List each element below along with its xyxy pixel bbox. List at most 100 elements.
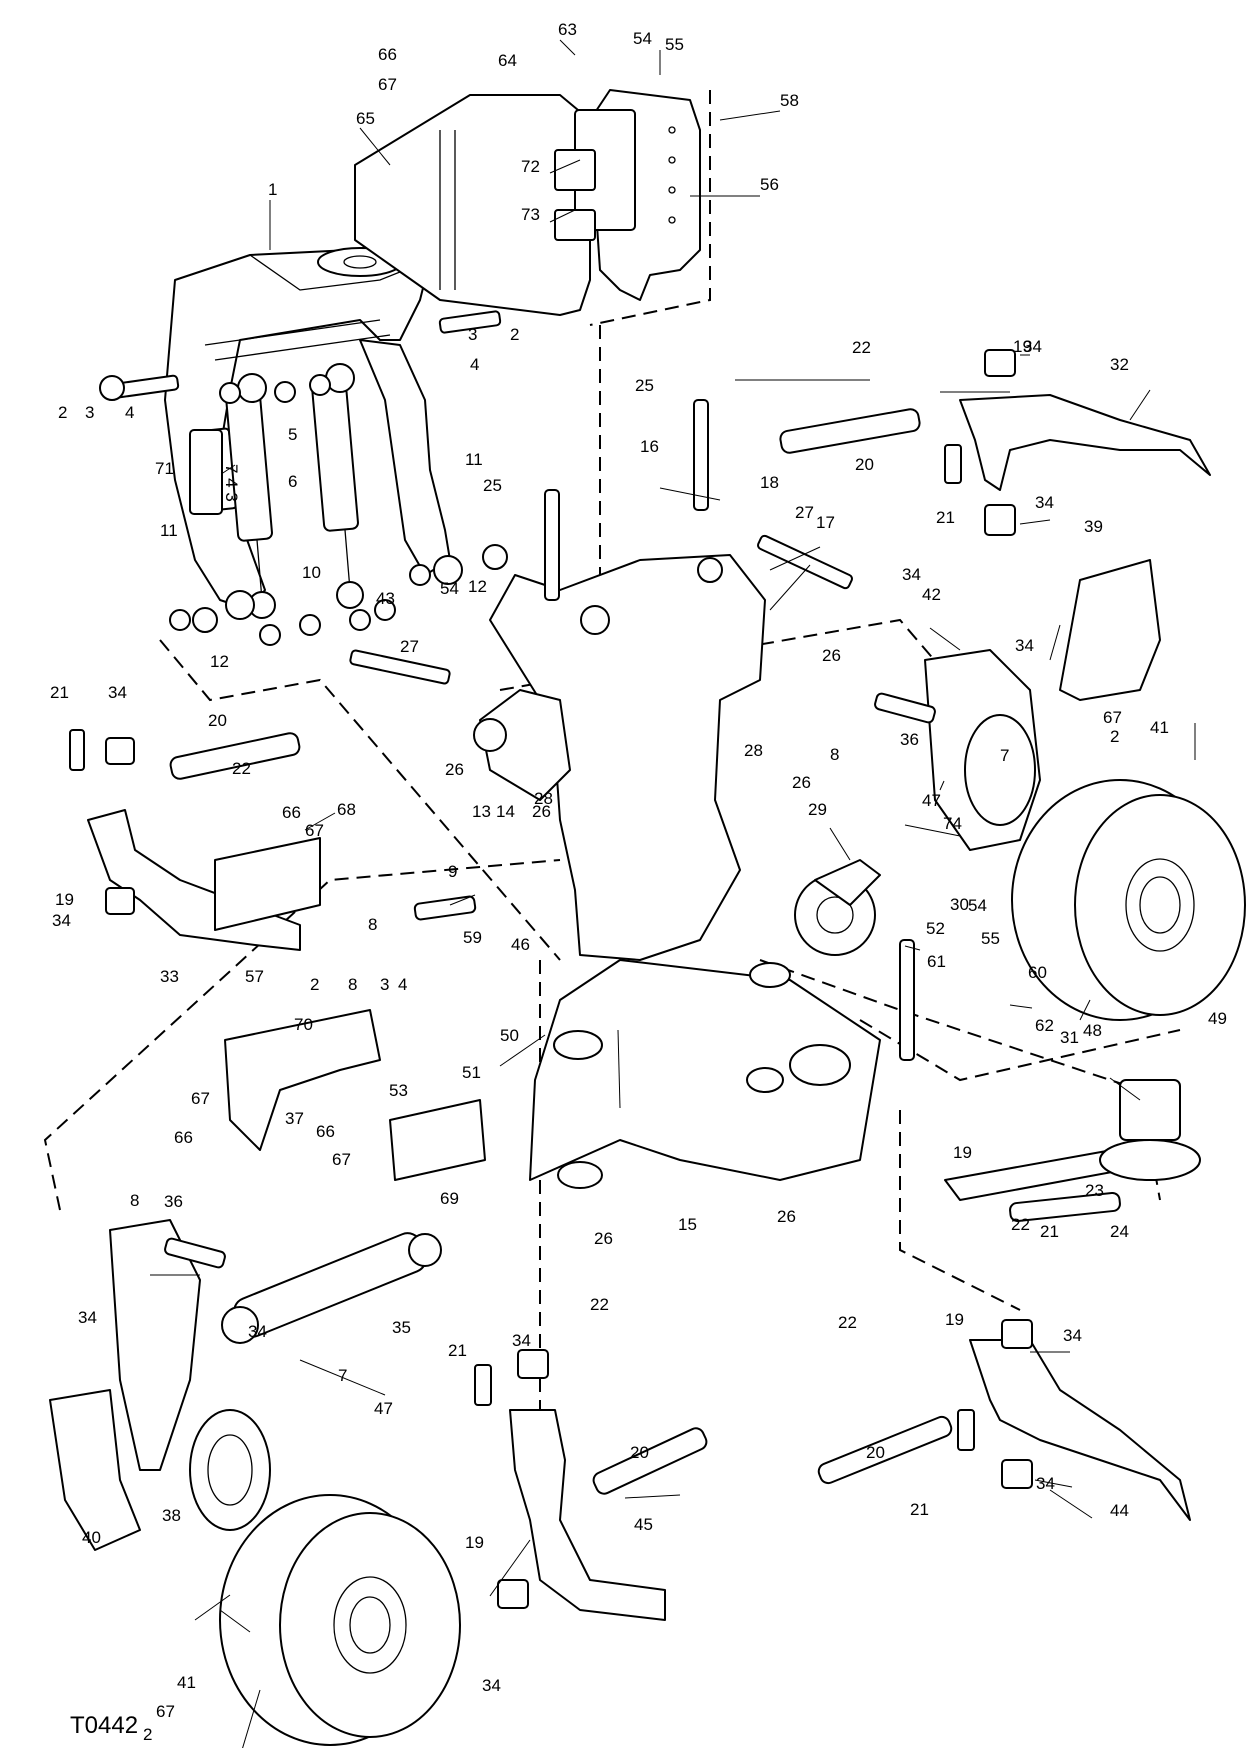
callout-49: 49 bbox=[1208, 1009, 1227, 1028]
callout-20: 20 bbox=[855, 455, 874, 474]
callout-13: 13 bbox=[472, 802, 491, 821]
callout-3: 3 bbox=[85, 403, 94, 422]
callout-36: 36 bbox=[900, 730, 919, 749]
callout-22: 22 bbox=[1011, 1215, 1030, 1234]
guard-40 bbox=[49, 1389, 141, 1551]
figure-id: T0442 bbox=[70, 1712, 139, 1739]
callout-69: 69 bbox=[440, 1189, 459, 1208]
callout-19: 19 bbox=[1013, 337, 1032, 356]
callout-31: 31 bbox=[1060, 1028, 1079, 1047]
callout-8: 8 bbox=[130, 1191, 139, 1210]
callout-36: 36 bbox=[164, 1192, 183, 1211]
callout-26: 26 bbox=[445, 760, 464, 779]
callout-12: 12 bbox=[210, 652, 229, 671]
callout-34: 34 bbox=[1036, 1474, 1055, 1493]
callout-34: 34 bbox=[1035, 493, 1054, 512]
callout-48: 48 bbox=[1083, 1021, 1102, 1040]
callout-25: 25 bbox=[483, 476, 502, 495]
callout-33: 33 bbox=[160, 967, 179, 986]
callout-26: 26 bbox=[594, 1229, 613, 1248]
callout-47: 47 bbox=[374, 1399, 393, 1418]
callout-67: 67 bbox=[156, 1702, 175, 1721]
callout-55: 55 bbox=[981, 929, 1000, 948]
callout-54: 54 bbox=[440, 579, 459, 598]
callout-28: 28 bbox=[744, 741, 763, 760]
motor-31 bbox=[944, 1079, 1201, 1201]
callout-34: 34 bbox=[1023, 337, 1042, 356]
callout-44: 44 bbox=[1110, 1501, 1129, 1520]
callout-39: 39 bbox=[1084, 517, 1103, 536]
gear-29 bbox=[794, 859, 881, 956]
callout-52: 52 bbox=[926, 919, 945, 938]
callout-34: 34 bbox=[1063, 1326, 1082, 1345]
callout-74: 74 bbox=[943, 814, 962, 833]
callout-26: 26 bbox=[777, 1207, 796, 1226]
wheel-41-left bbox=[219, 1494, 461, 1746]
callout-22: 22 bbox=[838, 1313, 857, 1332]
callout-8: 8 bbox=[368, 915, 377, 934]
callout-19: 19 bbox=[953, 1143, 972, 1162]
callout-68: 68 bbox=[337, 800, 356, 819]
fork-45 bbox=[474, 1349, 666, 1621]
callout-54: 54 bbox=[633, 29, 652, 48]
callout-26: 26 bbox=[792, 773, 811, 792]
wheel-motor-38 bbox=[109, 1219, 271, 1531]
callout-26: 26 bbox=[822, 646, 841, 665]
callout-27: 27 bbox=[400, 637, 419, 656]
long-pins bbox=[164, 399, 936, 1269]
callout-34: 34 bbox=[78, 1308, 97, 1327]
callout-4: 4 bbox=[398, 975, 407, 994]
callout-34: 34 bbox=[248, 1322, 267, 1341]
callout-11: 11 bbox=[465, 450, 483, 469]
callout-22: 22 bbox=[590, 1295, 609, 1314]
callout-2: 2 bbox=[1110, 727, 1119, 746]
callout-32: 32 bbox=[1110, 355, 1129, 374]
callout-65: 65 bbox=[356, 109, 375, 128]
callout-73: 73 bbox=[521, 205, 540, 224]
callout-40: 40 bbox=[82, 1528, 101, 1547]
callout-42: 42 bbox=[922, 585, 941, 604]
callout-34: 34 bbox=[1015, 636, 1034, 655]
callout-7: 7 bbox=[1000, 746, 1009, 765]
main-frame-15 bbox=[473, 554, 881, 1189]
callout-5: 5 bbox=[288, 425, 297, 444]
callout-2: 2 bbox=[143, 1725, 152, 1744]
callout-28: 28 bbox=[534, 789, 553, 808]
callout-56: 56 bbox=[760, 175, 779, 194]
callout-11: 11 bbox=[160, 521, 178, 540]
callout-50: 50 bbox=[500, 1026, 519, 1045]
callout-2: 2 bbox=[510, 325, 519, 344]
callout-62: 62 bbox=[1035, 1016, 1054, 1035]
callout-26: 26 bbox=[532, 802, 551, 821]
callout-67: 67 bbox=[378, 75, 397, 94]
callout-6: 6 bbox=[288, 472, 297, 491]
bracket-68 bbox=[214, 837, 321, 931]
callout-17: 17 bbox=[816, 513, 835, 532]
callout-34: 34 bbox=[108, 683, 127, 702]
callout-67: 67 bbox=[332, 1150, 351, 1169]
callout-14: 14 bbox=[496, 802, 515, 821]
callout-63: 63 bbox=[558, 20, 577, 39]
callout-53: 53 bbox=[389, 1081, 408, 1100]
callout-67: 67 bbox=[305, 821, 324, 840]
callout-21: 21 bbox=[1040, 1222, 1059, 1241]
callout-41: 41 bbox=[177, 1673, 196, 1692]
callout-29: 29 bbox=[808, 800, 827, 819]
callout-54: 54 bbox=[968, 896, 987, 915]
wheel-motor-42 bbox=[924, 649, 1041, 851]
callout-22: 22 bbox=[852, 338, 871, 357]
callout-20: 20 bbox=[630, 1443, 649, 1462]
callout-70: 70 bbox=[294, 1015, 313, 1034]
callout-21: 21 bbox=[936, 508, 955, 527]
callout-51: 51 bbox=[462, 1063, 481, 1082]
callout-46: 46 bbox=[511, 935, 530, 954]
fork-44 bbox=[957, 1319, 1191, 1521]
callout-66: 66 bbox=[378, 45, 397, 64]
callout-20: 20 bbox=[866, 1443, 885, 1462]
callout-19: 19 bbox=[945, 1310, 964, 1329]
frame-decal: 7 4 3 bbox=[189, 429, 241, 515]
callout-2: 2 bbox=[58, 403, 67, 422]
callout-9: 9 bbox=[448, 862, 457, 881]
